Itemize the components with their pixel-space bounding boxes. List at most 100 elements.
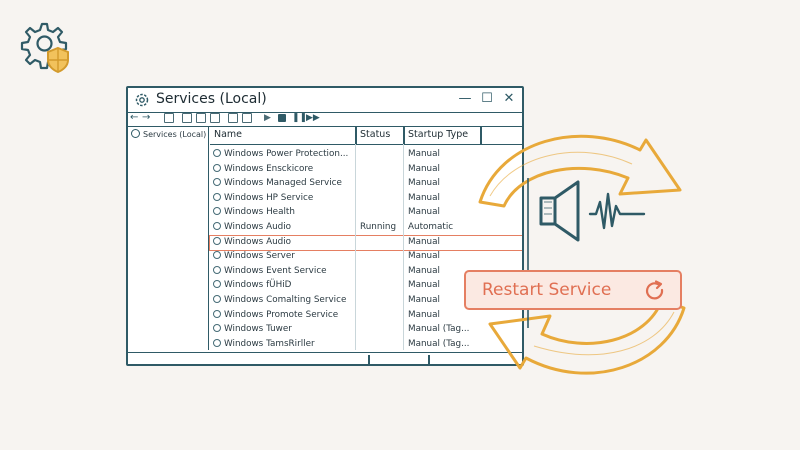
service-name-text: Windows Audio xyxy=(224,236,292,247)
help-icon[interactable] xyxy=(228,113,238,123)
gear-icon xyxy=(213,222,221,230)
service-name-text: Windows Comalting Service xyxy=(224,295,347,305)
toolbar: ← → ▶ ❚❚ ▶▶ xyxy=(128,112,522,127)
table-row[interactable]: Windows Comalting Service Manual xyxy=(210,294,522,308)
service-name: Windows Server xyxy=(213,251,295,261)
minimize-button[interactable]: — xyxy=(458,91,472,106)
table-row[interactable]: Windows Health Manual xyxy=(210,206,522,220)
service-startup-type: Manual xyxy=(408,309,440,320)
service-name: Windows Ensckicore xyxy=(213,163,314,174)
restart-service-label: Restart Service xyxy=(482,280,612,300)
gear-icon xyxy=(213,324,221,333)
refresh-list-icon[interactable] xyxy=(196,113,206,123)
gear-icon xyxy=(213,265,221,274)
refresh-icon xyxy=(645,280,664,300)
service-startup-type: Manual xyxy=(408,207,440,218)
table-row[interactable]: Windows Ensckicore Manual xyxy=(210,163,522,177)
divider xyxy=(527,178,529,328)
service-name: Windows Managed Service xyxy=(213,178,342,188)
service-name-text: Windows fÜHiD xyxy=(224,280,292,291)
service-name: Windows Audio xyxy=(213,222,291,232)
service-startup-type: Manual xyxy=(408,265,440,276)
table-row[interactable]: Windows TamsRirller Manual (Tag... xyxy=(210,338,522,352)
service-name: Windows Tuwer xyxy=(213,324,292,334)
console-icon[interactable] xyxy=(242,113,252,123)
pause-icon[interactable]: ❚❚ xyxy=(292,113,308,123)
table-row[interactable]: Windows fÜHiD Manual xyxy=(210,279,522,293)
close-button[interactable]: ✕ xyxy=(503,91,515,106)
show-tree-icon[interactable] xyxy=(164,113,174,123)
gear-icon xyxy=(213,163,221,172)
gear-icon xyxy=(213,295,221,303)
service-name: Windows Comalting Service xyxy=(213,295,346,305)
table-row-selected[interactable]: Windows Audio Manual xyxy=(209,234,522,251)
table-row[interactable]: Windows HP Service Manual xyxy=(210,192,522,206)
start-icon[interactable]: ▶ xyxy=(264,113,271,123)
service-startup-type: Manual xyxy=(408,149,440,159)
table-row[interactable]: Windows Power Protection... Manual xyxy=(210,148,522,162)
stop-icon[interactable] xyxy=(278,114,286,122)
service-name: Windows Promote Service xyxy=(213,309,339,320)
column-header-name[interactable]: Name xyxy=(214,129,243,140)
service-name: Windows Power Protection... xyxy=(213,149,348,159)
service-name-text: Windows Power Protection... xyxy=(224,149,349,159)
table-row[interactable]: Windows Managed Service Manual xyxy=(210,177,522,191)
column-divider xyxy=(403,144,404,350)
service-startup-type: Automatic xyxy=(408,222,454,232)
service-name-text: Windows Server xyxy=(224,251,295,262)
table-row[interactable]: Windows Promote Service Manual xyxy=(210,309,522,323)
service-name-text: Windows Promote Service xyxy=(224,309,339,320)
gear-icon xyxy=(135,93,149,107)
tree-node-services-local[interactable]: Services (Local) xyxy=(131,129,206,139)
gear-icon xyxy=(213,251,221,260)
column-header-startup-type[interactable]: Startup Type xyxy=(408,129,469,140)
service-name-text: Windows Tuwer xyxy=(224,324,292,335)
forward-icon[interactable]: → xyxy=(142,112,151,123)
service-name: Windows fÜHiD xyxy=(213,280,291,290)
window-title: Services (Local) xyxy=(156,91,267,107)
service-name: Windows HP Service xyxy=(213,192,314,203)
service-name-text: Windows TamsRirller xyxy=(224,338,315,349)
restart-service-button[interactable]: Restart Service xyxy=(464,270,682,310)
restart-icon[interactable]: ▶▶ xyxy=(306,113,320,123)
back-icon[interactable]: ← xyxy=(130,112,139,123)
service-startup-type: Manual xyxy=(408,295,440,305)
service-startup-type: Manual xyxy=(408,178,440,189)
service-startup-type: Manual xyxy=(408,251,440,262)
gear-icon xyxy=(213,309,221,318)
speaker-icon xyxy=(539,180,646,242)
gear-icon xyxy=(213,192,221,201)
cycle-arrows-icon xyxy=(478,134,686,375)
service-startup-type: Manual xyxy=(408,236,440,247)
column-divider xyxy=(355,144,356,350)
gear-icon xyxy=(131,129,140,138)
maximize-button[interactable]: ☐ xyxy=(481,91,493,106)
properties-icon[interactable] xyxy=(182,113,192,123)
service-startup-type: Manual (Tag... xyxy=(408,338,470,349)
tree-pane: Services (Local) xyxy=(128,126,209,350)
service-startup-type: Manual xyxy=(408,163,440,174)
service-name-text: Windows Managed Service xyxy=(224,178,342,189)
service-name-text: Windows Health xyxy=(224,207,295,218)
status-bar xyxy=(128,352,522,364)
service-name-text: Windows HP Service xyxy=(224,192,314,203)
services-window: Services (Local) — ☐ ✕ ← → ▶ ❚❚ ▶▶ Servi… xyxy=(126,86,524,366)
column-header-status[interactable]: Status xyxy=(360,129,391,140)
service-name-text: Windows Audio xyxy=(224,222,292,232)
gear-icon xyxy=(213,178,221,187)
table-row[interactable]: Windows Server Manual xyxy=(210,250,522,264)
gear-icon xyxy=(213,338,221,347)
export-icon[interactable] xyxy=(210,113,220,123)
service-startup-type: Manual xyxy=(408,280,440,291)
service-status: Running xyxy=(360,222,397,232)
gear-shield-icon xyxy=(20,22,69,74)
service-name-text: Windows Ensckicore xyxy=(224,163,314,174)
tree-node-label: Services (Local) xyxy=(143,130,207,139)
gear-icon xyxy=(213,280,221,289)
table-row[interactable]: Windows Audio Running Automatic xyxy=(210,221,522,235)
gear-icon xyxy=(213,149,221,157)
service-startup-type: Manual xyxy=(408,192,440,203)
service-name: Windows Audio xyxy=(213,236,292,247)
